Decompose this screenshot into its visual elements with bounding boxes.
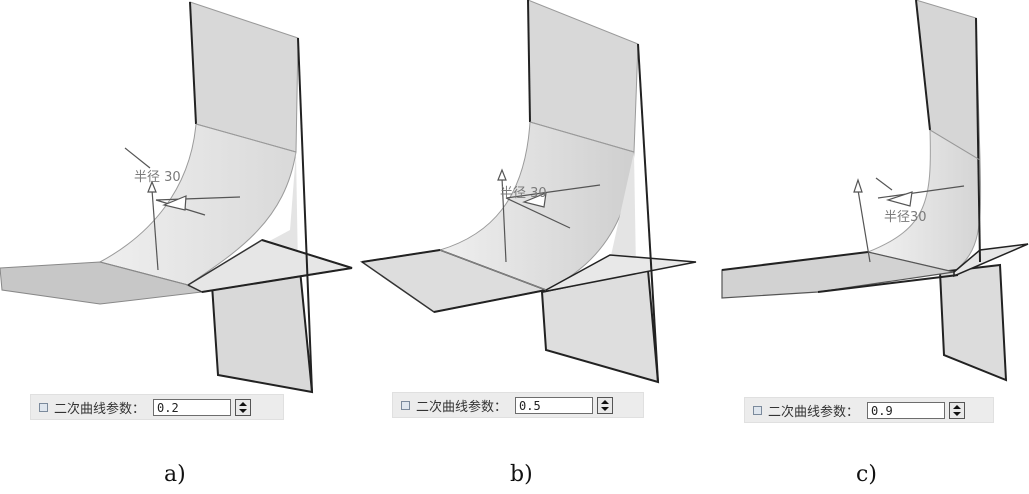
caption-b: b) — [510, 462, 533, 487]
panel-b: 半径 30 二次曲线参数： 0.5 b) — [360, 0, 700, 494]
conic-parameter-spinner[interactable] — [235, 398, 252, 416]
panel-a: 半径 30 二次曲线参数： 0.2 a) — [0, 0, 360, 494]
conic-parameter-bar: 二次曲线参数： 0.2 — [30, 394, 284, 420]
conic-parameter-label: 二次曲线参数： — [416, 399, 508, 415]
conic-parameter-input[interactable]: 0.5 — [515, 396, 594, 414]
axis-triad — [853, 177, 965, 263]
radius-label: 半径 30 — [134, 170, 181, 185]
vertical-wall-bottom — [938, 263, 1008, 382]
radius-label: 半径30 — [884, 210, 927, 225]
fillet-model-a — [0, 1, 353, 394]
axis-triad — [497, 168, 601, 263]
conic-parameter-bar: 二次曲线参数： 0.5 — [392, 392, 644, 418]
conic-parameter-checkbox[interactable] — [401, 400, 410, 410]
conic-parameter-checkbox[interactable] — [39, 402, 48, 412]
conic-parameter-label: 二次曲线参数： — [768, 404, 860, 420]
conic-parameter-input[interactable]: 0.9 — [867, 401, 946, 419]
conic-parameter-bar: 二次曲线参数： 0.9 — [744, 397, 994, 423]
conic-parameter-checkbox[interactable] — [753, 405, 762, 415]
axis-triad — [124, 147, 241, 271]
radius-label: 半径 30 — [500, 186, 547, 201]
caption-a: a) — [164, 462, 186, 487]
conic-parameter-input[interactable]: 0.2 — [153, 398, 232, 416]
fillet-model-c — [721, 0, 1029, 382]
caption-c: c) — [856, 462, 877, 487]
fillet-surface — [866, 129, 982, 273]
conic-parameter-spinner[interactable] — [949, 401, 966, 419]
conic-parameter-label: 二次曲线参数： — [54, 401, 146, 417]
panel-c: 半径30 二次曲线参数： 0.9 c) — [718, 0, 1029, 494]
conic-parameter-spinner[interactable] — [597, 396, 614, 414]
fillet-model-b — [360, 0, 697, 384]
